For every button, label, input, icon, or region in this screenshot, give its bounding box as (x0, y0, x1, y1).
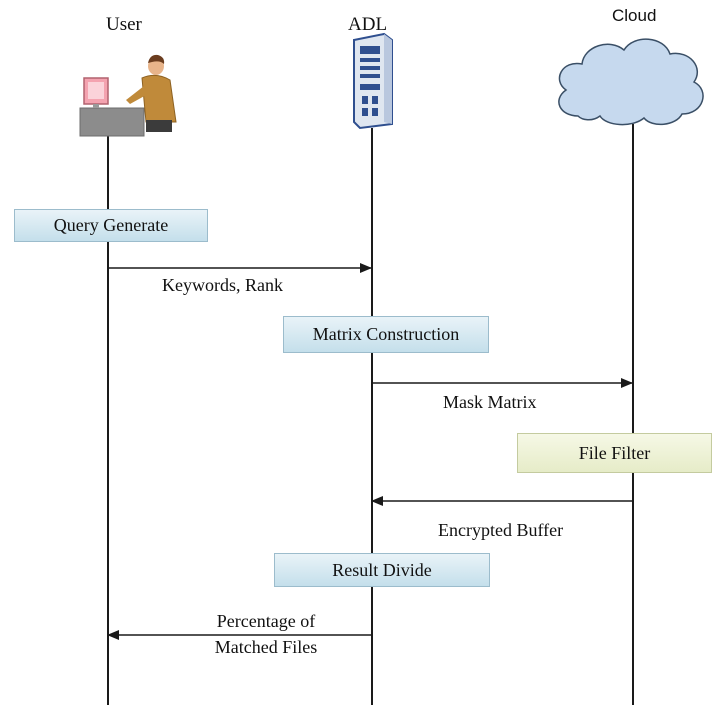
step-matrix-construction-label: Matrix Construction (312, 324, 460, 344)
user-at-computer-icon (79, 54, 177, 137)
lane-title-user: User (106, 14, 142, 35)
server-icon (353, 32, 393, 130)
message-percentage-line1: Percentage of (216, 611, 316, 631)
cloud-icon (558, 38, 704, 126)
lifeline-user (107, 136, 109, 705)
lifeline-cloud (632, 124, 634, 705)
step-query-generate: Query Generate (14, 209, 208, 242)
lane-title-adl: ADL (348, 14, 388, 35)
lane-title-cloud: Cloud (612, 6, 657, 25)
message-keywords-rank: Keywords, Rank (162, 275, 283, 295)
message-encrypted-buffer: Encrypted Buffer (438, 520, 564, 540)
lifeline-adl (371, 128, 373, 705)
message-mask-matrix: Mask Matrix (443, 392, 537, 412)
step-result-divide-label: Result Divide (332, 559, 432, 580)
message-percentage-matched-files: Percentage of Matched Files (196, 610, 336, 658)
step-query-generate-label: Query Generate (53, 215, 169, 235)
step-file-filter: File Filter (517, 433, 712, 473)
step-result-divide: Result Divide (274, 553, 490, 587)
message-percentage-line2: Matched Files (214, 637, 318, 657)
step-file-filter-label: File Filter (578, 442, 651, 463)
step-matrix-construction: Matrix Construction (283, 316, 489, 353)
